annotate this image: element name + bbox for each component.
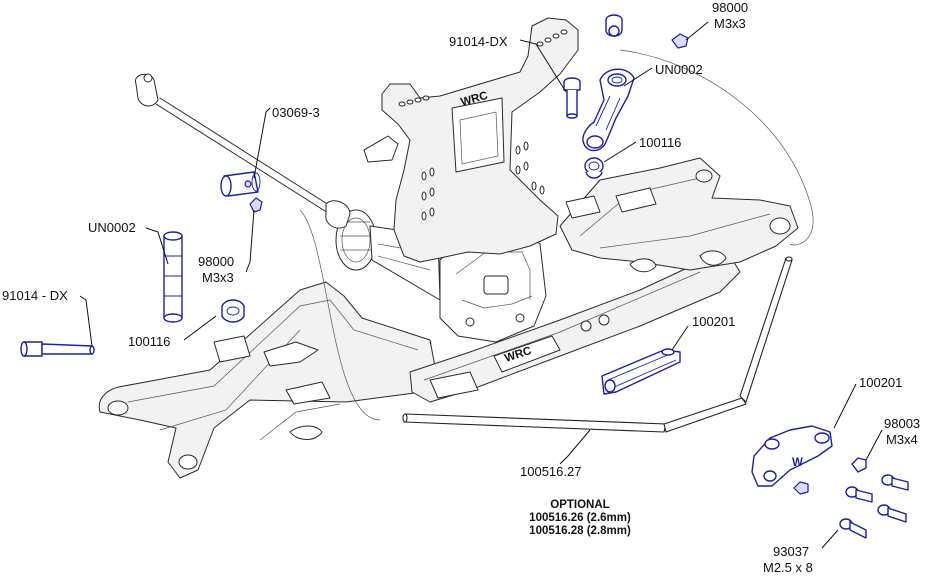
drive-shaft (134, 73, 351, 229)
top-setscrew (671, 33, 689, 49)
sway-bar-wire (299, 49, 814, 421)
label-left-collar: 03069-3 (272, 105, 320, 120)
label-sway-bar: 100516.27 (520, 464, 581, 479)
leader-lines (79, 21, 883, 549)
label-left-link: UN0002 (88, 220, 136, 235)
label-left-ball: 100116 (128, 334, 170, 349)
top-ball-stud (605, 14, 623, 37)
optional-line-1: 100516.26 (2.6mm) (529, 512, 631, 524)
label-top-screw: 91014-DX (449, 34, 508, 49)
label-top-link: UN0002 (655, 62, 703, 77)
label-left-setscrew-code: 98000 (198, 254, 234, 269)
optional-title: OPTIONAL (550, 499, 609, 511)
label-top-setscrew-code: 98000 (712, 0, 748, 15)
shock-tower: WRC (363, 17, 579, 263)
left-pivot-ball (221, 299, 245, 323)
arm-pivot-hole-left-lower (178, 454, 198, 470)
left-setscrew (249, 197, 263, 213)
label-upper-mount: 100201 (692, 314, 735, 329)
left-turnbuckle-link (163, 231, 183, 323)
m25-screw (839, 518, 867, 539)
shock-tower-holes (398, 29, 568, 221)
shock-tower-window (451, 97, 505, 173)
top-pivot-ball (584, 157, 604, 179)
arm-pivot-hole-left (107, 400, 129, 416)
chassis-assembly: WRC (98, 157, 799, 479)
label-m25-screw-code: 93037 (773, 544, 809, 559)
sway-bar (402, 256, 793, 433)
lower-bar-mount: W (751, 425, 833, 487)
mount-logo: W (792, 457, 803, 469)
top-pivot-screw (563, 77, 581, 119)
left-pivot-screw (20, 341, 95, 357)
label-lower-mount: 100201 (859, 375, 902, 390)
m3-screws (845, 457, 909, 523)
center-chassis-rail (409, 255, 741, 403)
label-m3-screw-code: 98003 (884, 416, 920, 431)
label-top-setscrew-size: M3x3 (714, 16, 746, 31)
label-top-ball: 100116 (639, 135, 681, 150)
label-left-setscrew-size: M3x3 (202, 270, 234, 285)
upper-bar-mount (601, 348, 681, 395)
label-m25-screw-size: M2.5 x 8 (763, 560, 813, 575)
mount-nut (793, 481, 809, 495)
optional-line-2: 100516.28 (2.8mm) (529, 525, 631, 537)
highlighted-parts: W (20, 14, 909, 539)
chassis-logo-plate (493, 335, 561, 373)
top-turnbuckle-link (582, 68, 635, 152)
label-m3-screw-size: M3x4 (886, 432, 918, 447)
drive-shaft-cup (134, 73, 159, 107)
left-shaft-collar (220, 171, 261, 197)
left-lower-arm (98, 281, 437, 479)
right-lower-arm (559, 157, 799, 271)
arm-pivot-hole-right (769, 217, 791, 235)
label-left-screw: 91014 - DX (2, 288, 68, 303)
